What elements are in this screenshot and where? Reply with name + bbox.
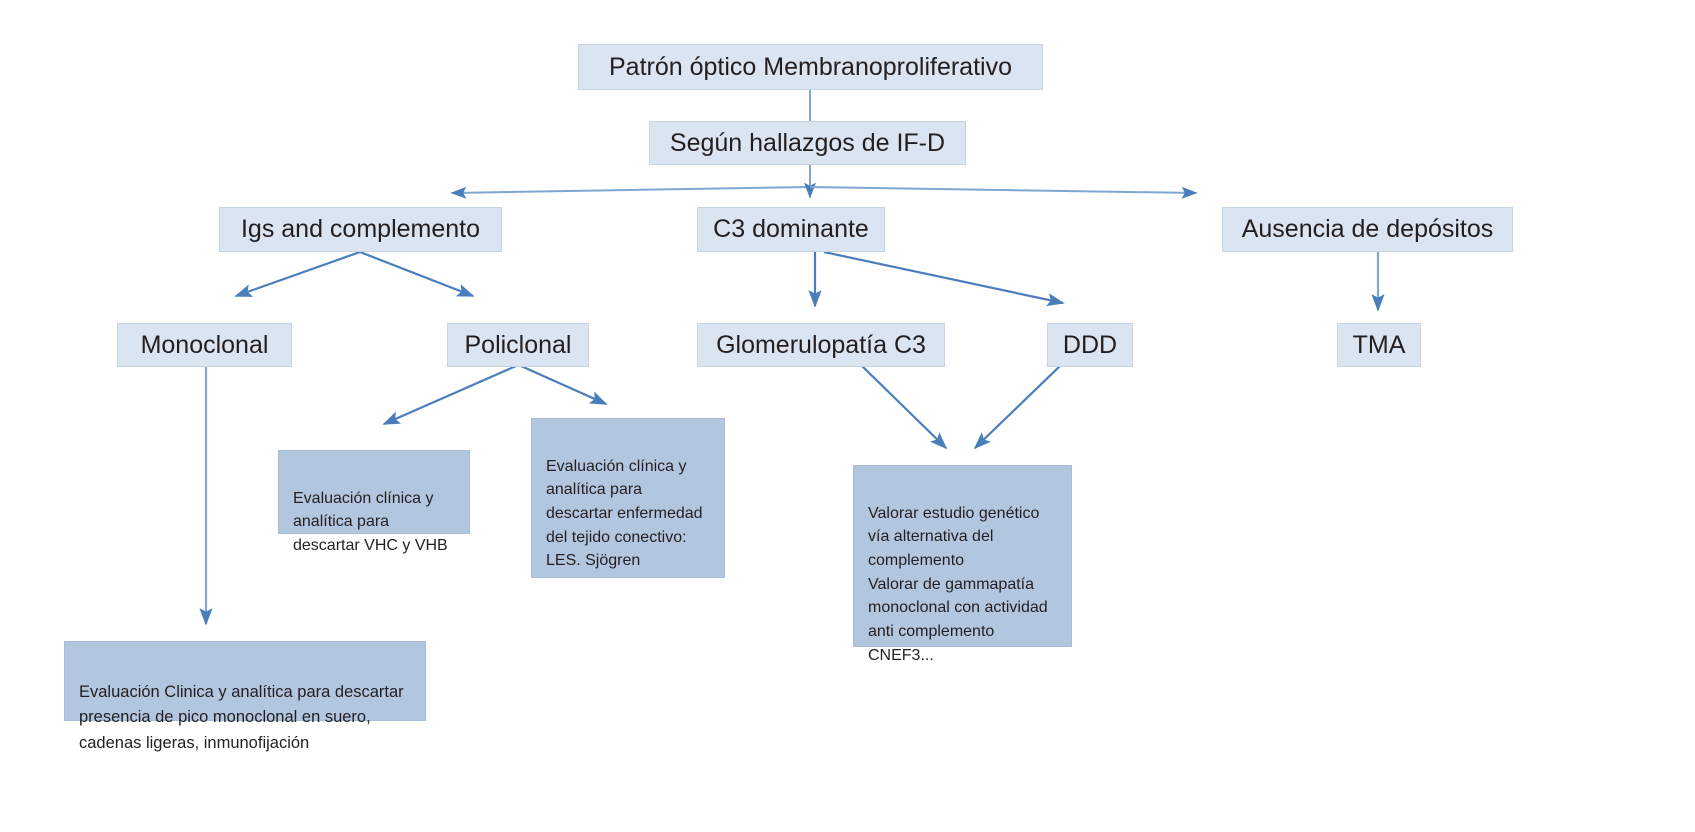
- node-root-label: Patrón óptico Membranoproliferativo: [609, 52, 1012, 81]
- edge-policlonal-to-left-detail: [382, 364, 517, 426]
- detail-policlonal-right[interactable]: Evaluación clínica y analítica para desc…: [531, 418, 725, 578]
- node-branch-igs-label: Igs and complemento: [240, 215, 481, 244]
- node-branch-c3[interactable]: C3 dominante: [697, 207, 885, 252]
- node-ddd[interactable]: DDD: [1047, 323, 1133, 367]
- node-policlonal[interactable]: Policlonal: [447, 323, 589, 367]
- node-branch-ausencia-label: Ausencia de depósitos: [1241, 215, 1494, 244]
- edge-igs-to-policlonal: [359, 250, 475, 298]
- node-monoclonal-label: Monoclonal: [140, 330, 269, 359]
- node-ddd-label: DDD: [1062, 330, 1118, 359]
- node-criteria-label: Según hallazgos de IF-D: [669, 128, 946, 157]
- detail-policlonal-right-text: Evaluación clínica y analítica para desc…: [546, 457, 703, 570]
- node-branch-c3-label: C3 dominante: [713, 215, 869, 244]
- detail-c3-ddd-genetic-text: Valorar estudio genético vía alternativa…: [868, 504, 1048, 664]
- edge-ddd-to-detail: [973, 365, 1061, 450]
- node-glomerulopatia-c3[interactable]: Glomerulopatía C3: [697, 323, 945, 367]
- edge-c3-to-ddd: [823, 250, 1065, 307]
- node-criteria[interactable]: Según hallazgos de IF-D: [649, 121, 966, 165]
- detail-monoclonal-text: Evaluación Clinica y analítica para desc…: [79, 682, 404, 752]
- edge-criteria-to-ausencia: [809, 186, 1198, 199]
- detail-c3-ddd-genetic[interactable]: Valorar estudio genético vía alternativa…: [853, 465, 1072, 664]
- node-branch-ausencia[interactable]: Ausencia de depósitos: [1222, 207, 1513, 252]
- node-monoclonal[interactable]: Monoclonal: [117, 323, 292, 367]
- node-branch-igs[interactable]: Igs and complemento: [219, 207, 502, 252]
- node-root[interactable]: Patrón óptico Membranoproliferativo: [578, 44, 1043, 90]
- edge-policlonal-to-right-detail: [520, 364, 608, 406]
- node-tma-label: TMA: [1352, 330, 1406, 359]
- detail-policlonal-left[interactable]: Evaluación clínica y analítica para desc…: [278, 450, 470, 554]
- detail-policlonal-left-text: Evaluación clínica y analítica para desc…: [293, 489, 448, 555]
- node-glomerulopatia-c3-label: Glomerulopatía C3: [716, 330, 926, 359]
- edge-glomerulopatia-to-detail: [861, 365, 948, 450]
- detail-monoclonal[interactable]: Evaluación Clinica y analítica para desc…: [64, 641, 426, 752]
- edge-igs-to-monoclonal: [234, 250, 361, 298]
- node-tma[interactable]: TMA: [1337, 323, 1421, 367]
- edge-criteria-to-igs: [450, 186, 811, 199]
- node-policlonal-label: Policlonal: [464, 330, 572, 359]
